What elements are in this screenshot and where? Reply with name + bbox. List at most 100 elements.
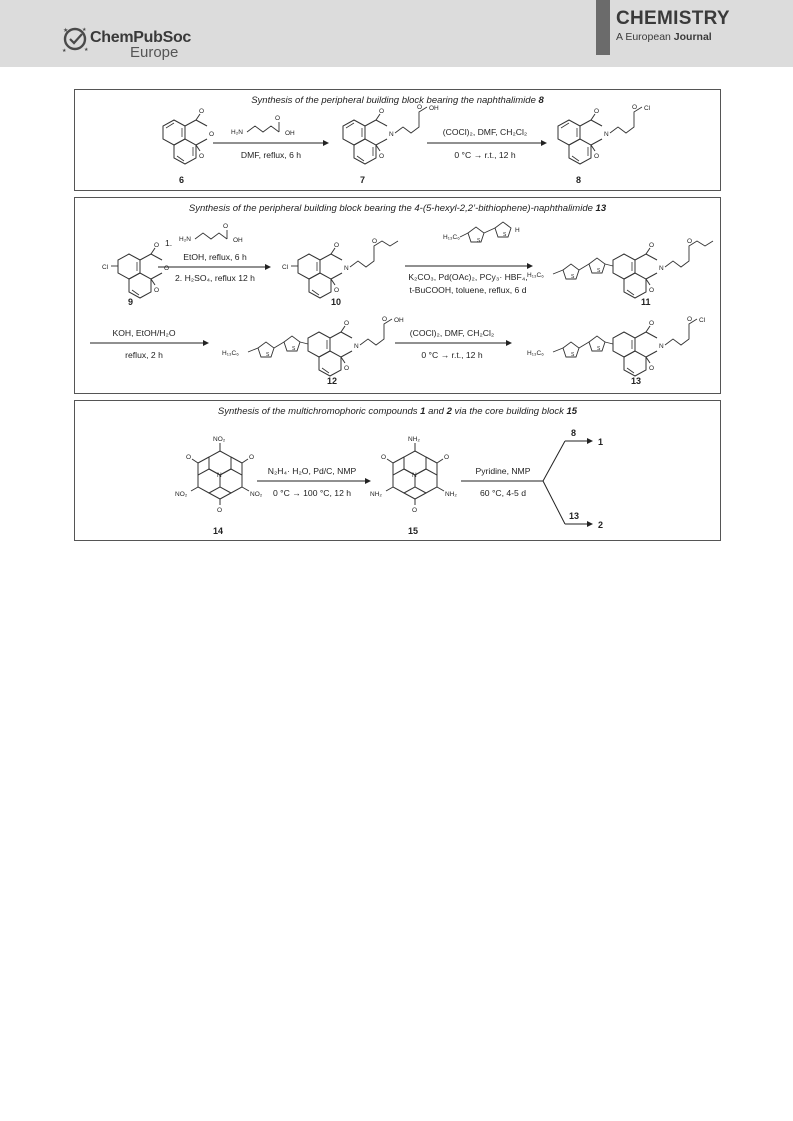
logo-right-line1: CHEMISTRY (616, 8, 730, 29)
svg-text:N₂H₄· H₂O, Pd/C, NMP: N₂H₄· H₂O, Pd/C, NMP (268, 466, 357, 476)
svg-text:O: O (649, 242, 654, 249)
compound-label-12: 12 (327, 376, 337, 386)
svg-text:Cl: Cl (282, 264, 289, 271)
svg-text:O: O (275, 115, 280, 122)
panel3-title: Synthesis of the multichromophoric compo… (217, 406, 578, 417)
svg-text:N: N (217, 472, 222, 479)
svg-text:O: O (687, 238, 692, 245)
svg-text:2. H₂SO₄, reflux 12 h: 2. H₂SO₄, reflux 12 h (175, 273, 255, 283)
compound-label-11: 11 (641, 297, 651, 307)
svg-text:★: ★ (84, 47, 89, 53)
panel1-scheme: O O O 6 H₂N O OH DMF, reflux, 6 h N O O (162, 104, 651, 185)
compound-14-structure: N O O O NO₂ NO₂ NO₂ (175, 436, 263, 514)
svg-text:O: O (382, 316, 387, 323)
scheme-panel-3: Synthesis of the multichromophoric compo… (74, 400, 721, 541)
svg-text:H₂N: H₂N (231, 129, 243, 136)
svg-text:N: N (344, 265, 349, 272)
svg-text:NO₂: NO₂ (213, 436, 226, 443)
svg-text:0 °C → r.t., 12 h: 0 °C → r.t., 12 h (454, 150, 515, 160)
svg-text:N: N (659, 343, 664, 350)
logo-left-line1: ChemPubSoc (90, 29, 192, 46)
svg-text:(COCl)₂, DMF, CH₂Cl₂: (COCl)₂, DMF, CH₂Cl₂ (443, 127, 527, 137)
svg-text:S: S (597, 268, 601, 274)
svg-text:O: O (632, 104, 637, 111)
svg-text:O: O (412, 507, 417, 514)
scheme-panel-2: Synthesis of the peripheral building blo… (74, 197, 721, 394)
svg-text:O: O (223, 223, 228, 230)
svg-text:O: O (217, 507, 222, 514)
svg-text:NO₂: NO₂ (250, 491, 263, 498)
branch-top-product: 1 (598, 437, 603, 447)
compound-12-structure: N O O O OH S S H₁₃C₆ (222, 316, 404, 377)
panel2-title: Synthesis of the peripheral building blo… (188, 203, 607, 214)
svg-text:N: N (389, 131, 394, 138)
branch-bottom-reagent: 13 (569, 511, 579, 521)
svg-text:H₁₃C₆: H₁₃C₆ (527, 350, 544, 357)
svg-text:DMF, reflux, 6 h: DMF, reflux, 6 h (241, 150, 301, 160)
panel2-scheme: Cl O O O 9 1. H₂N O OH EtOH, reflux, 6 h… (90, 221, 714, 386)
svg-text:H₁₃C₆: H₁₃C₆ (222, 350, 239, 357)
star-circle-icon: ★ ★ ★ ★ (62, 27, 89, 54)
svg-text:O: O (649, 287, 654, 294)
svg-text:NO₂: NO₂ (175, 491, 188, 498)
svg-text:O: O (164, 265, 169, 272)
svg-text:NH₂: NH₂ (408, 436, 420, 443)
svg-text:O: O (381, 454, 386, 461)
svg-text:★: ★ (62, 48, 67, 54)
compound-label-13: 13 (631, 376, 641, 386)
compound-7-structure: N O O O OH (342, 104, 439, 165)
compound-label-14: 14 (213, 526, 223, 536)
compound-label-10: 10 (331, 297, 341, 307)
branch-bottom-product: 2 (598, 520, 603, 530)
svg-text:Cl: Cl (644, 105, 651, 112)
svg-text:O: O (687, 316, 692, 323)
svg-text:reflux, 2 h: reflux, 2 h (125, 350, 163, 360)
compound-8-structure: N O O O Cl (557, 104, 651, 165)
reaction-arrow-15-branch: Pyridine, NMP 60 °C, 4-5 d 8 1 13 2 (461, 428, 603, 530)
svg-text:(COCl)₂, DMF, CH₂Cl₂: (COCl)₂, DMF, CH₂Cl₂ (410, 328, 494, 338)
panel3-scheme: N O O O NO₂ NO₂ NO₂ 14 N₂H₄· H₂O, Pd/C, … (175, 428, 603, 536)
reaction-arrow-2: (COCl)₂, DMF, CH₂Cl₂ 0 °C → r.t., 12 h (427, 127, 547, 160)
branch-top-reagent: 8 (571, 428, 576, 438)
svg-text:O: O (594, 108, 599, 115)
svg-text:O: O (344, 320, 349, 327)
svg-text:S: S (571, 274, 575, 280)
svg-text:O: O (154, 287, 159, 294)
compound-9-structure: Cl O O O (102, 242, 169, 299)
svg-text:KOH, EtOH/H₂O: KOH, EtOH/H₂O (112, 328, 175, 338)
svg-text:O: O (154, 242, 159, 249)
svg-text:O: O (649, 365, 654, 372)
svg-text:★: ★ (82, 27, 87, 33)
svg-text:t-BuCOOH, toluene, reflux, 6 d: t-BuCOOH, toluene, reflux, 6 d (409, 285, 526, 295)
svg-text:S: S (266, 352, 270, 358)
svg-text:OH: OH (233, 237, 243, 244)
svg-text:O: O (372, 238, 377, 245)
compound-label-8: 8 (576, 175, 581, 185)
reaction-arrow-11-12: KOH, EtOH/H₂O reflux, 2 h (90, 328, 209, 360)
compound-13-structure: N O O O Cl S S H₁₃C₆ (527, 316, 706, 377)
reaction-arrow-12-13: (COCl)₂, DMF, CH₂Cl₂ 0 °C → r.t., 12 h (395, 328, 512, 360)
svg-text:S: S (292, 346, 296, 352)
svg-text:60 °C, 4-5 d: 60 °C, 4-5 d (480, 488, 526, 498)
svg-text:O: O (379, 153, 384, 160)
svg-text:K₂CO₃, Pd(OAc)₂, PCy₃· HBF₄,: K₂CO₃, Pd(OAc)₂, PCy₃· HBF₄, (408, 272, 527, 282)
svg-text:O: O (379, 108, 384, 115)
compound-10-structure: Cl N O O O (282, 238, 399, 299)
chemistry-journal-logo: CHEMISTRY A European Journal (596, 0, 793, 55)
svg-text:H₁₃C₆: H₁₃C₆ (443, 234, 460, 241)
logo-bar (596, 0, 610, 55)
compound-label-15: 15 (408, 526, 418, 536)
svg-text:EtOH, reflux, 6 h: EtOH, reflux, 6 h (183, 252, 247, 262)
svg-text:H₁₃C₆: H₁₃C₆ (527, 272, 544, 279)
carbonyl-o-top: O (199, 108, 204, 115)
svg-text:N: N (412, 472, 417, 479)
compound-11-structure: N O O O S S H₁₃C₆ (527, 238, 714, 299)
panel1-title: Synthesis of the peripheral building blo… (251, 95, 544, 106)
svg-text:H: H (515, 227, 520, 234)
svg-text:O: O (649, 320, 654, 327)
svg-text:Cl: Cl (699, 317, 706, 324)
svg-text:S: S (477, 238, 481, 244)
svg-text:S: S (503, 232, 507, 238)
svg-text:O: O (334, 242, 339, 249)
page-header: ★ ★ ★ ★ ChemPubSoc Europe CHEMISTRY A Eu… (0, 0, 793, 67)
